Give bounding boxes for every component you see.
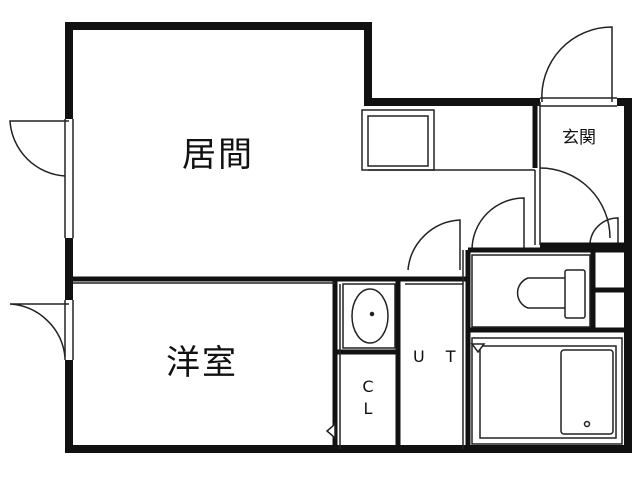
basin-bowl (351, 288, 389, 344)
interior-walls (73, 102, 628, 449)
door-left-lower (9, 303, 69, 358)
windows (64, 97, 617, 360)
outer-wall-right (335, 98, 632, 453)
basin-drain (369, 311, 375, 317)
doors (9, 26, 619, 358)
bath-tub (560, 349, 614, 435)
toilet (471, 254, 591, 328)
bathtub (470, 337, 623, 445)
toilet-room (471, 254, 591, 328)
room-label-western-room: 洋室 (166, 343, 238, 383)
room-label-living: 居間 (182, 135, 254, 175)
wash-basin (342, 283, 396, 349)
closet-door-mark (325, 422, 336, 440)
door-entrance-top (541, 26, 613, 103)
door-left-upper (9, 120, 69, 177)
bath-outer (479, 345, 617, 439)
toilet-tank (564, 269, 586, 319)
door-hall (407, 219, 461, 271)
thin-lines (73, 102, 541, 449)
door-toilet (471, 197, 525, 251)
room-label-closet: C L (362, 377, 374, 418)
door-small-right (589, 217, 619, 244)
room-label-entrance: 玄関 (562, 128, 596, 148)
outer-wall-left-lower (65, 360, 335, 453)
bath-door-mark (470, 343, 486, 354)
door-entrance-inner (539, 167, 611, 239)
toilet-bowl (516, 277, 565, 309)
room-label-unit-bath: U T (413, 347, 464, 366)
basin-box (342, 283, 396, 349)
kitchen-counter (361, 109, 435, 171)
bath-room (471, 337, 623, 445)
kitchen-sink (367, 115, 429, 167)
bath-drain (583, 420, 591, 428)
outer-walls (65, 22, 632, 453)
outer-wall-left-top (65, 22, 535, 119)
closet-marks (325, 422, 336, 440)
kitchen (361, 109, 435, 171)
